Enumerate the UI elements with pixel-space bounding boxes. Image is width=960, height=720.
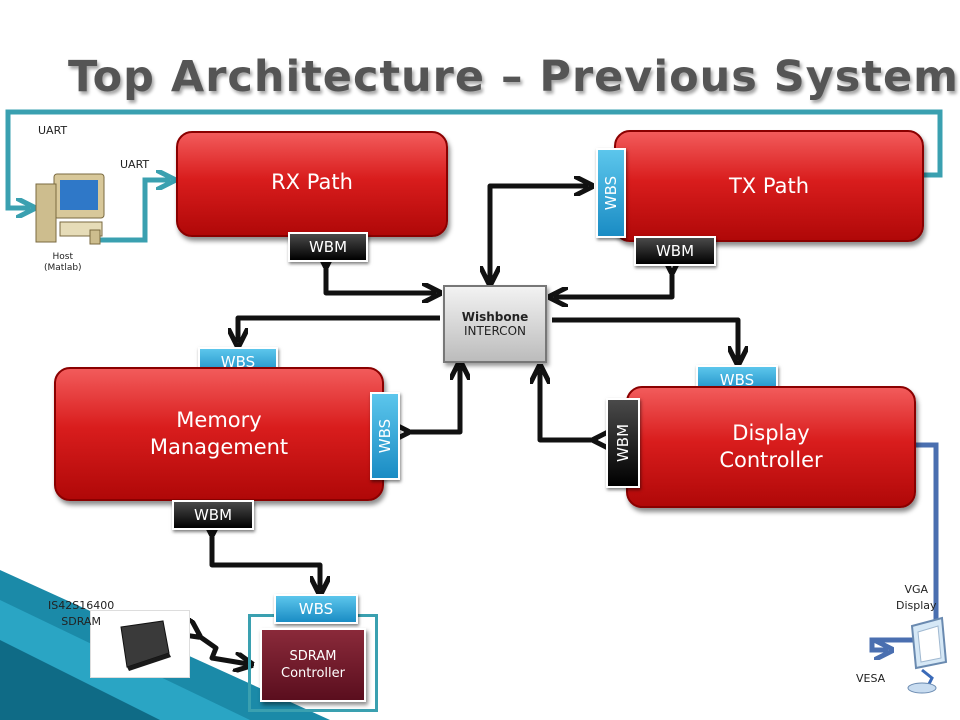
- tx-wbs-tag: WBS: [596, 148, 626, 238]
- wishbone-intercon: Wishbone INTERCON: [443, 285, 547, 363]
- memory-wbm-tag: WBM: [172, 500, 254, 530]
- uart-rx-line: [100, 180, 170, 243]
- uart-mid-label: UART: [120, 158, 150, 171]
- vga-display-label: VGA Display: [896, 583, 937, 612]
- sdram-chip-icon: [120, 620, 171, 671]
- rx-path-label: RX Path: [271, 170, 353, 194]
- tx-wbm-tag: WBM: [634, 236, 716, 266]
- rx-path-block: RX Path: [176, 131, 448, 237]
- monitor-icon: [907, 616, 948, 694]
- sdram-wbs-tag: WBS: [274, 594, 358, 624]
- display-controller-block: Display Controller: [626, 386, 916, 508]
- display-wbm-tag: WBM: [606, 398, 640, 488]
- rx-wbm-tag: WBM: [288, 232, 368, 262]
- tx-path-label: TX Path: [728, 173, 810, 198]
- computer-icon: [35, 173, 105, 245]
- memory-management-block: Memory Management: [54, 367, 384, 501]
- intercon-line1: Wishbone: [461, 310, 529, 324]
- host-label: Host (Matlab): [44, 252, 82, 273]
- display-controller-label: Display Controller: [719, 421, 823, 472]
- vesa-line: [869, 442, 939, 650]
- memory-wbs-right-tag: WBS: [370, 392, 400, 480]
- sdram-chip-label: IS42S16400 SDRAM: [48, 599, 115, 628]
- memory-management-label: Memory Management: [149, 408, 289, 459]
- uart-tx-line: [5, 109, 943, 208]
- sdram-chip-box: [90, 610, 190, 678]
- uart-top-label: UART: [38, 124, 68, 137]
- sdram-controller-label: SDRAM Controller: [281, 649, 345, 681]
- intercon-line2: INTERCON: [464, 324, 526, 338]
- vesa-label: VESA: [856, 672, 886, 685]
- sdram-controller-block: SDRAM Controller: [260, 628, 366, 702]
- tx-path-block: TX Path: [614, 130, 924, 242]
- page-title: Top Architecture – Previous System: [68, 52, 959, 102]
